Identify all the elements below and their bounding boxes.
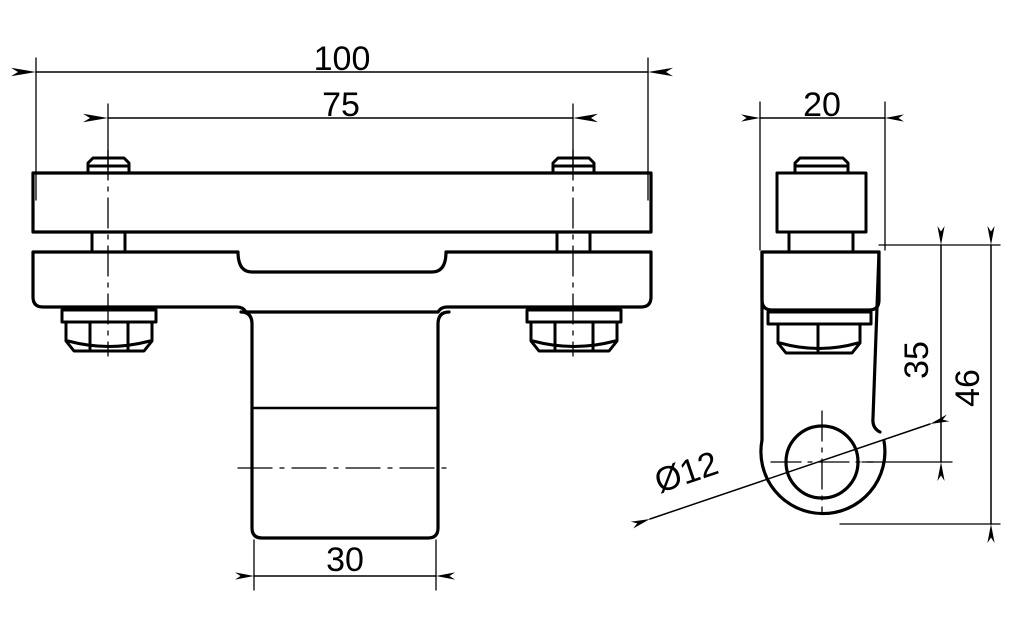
dim-text-75: 75 [322,86,360,124]
side-arm-right [871,250,882,434]
dim-text-hole-diameter: Ø12 [650,444,723,501]
clamp-plate-outline [31,250,653,314]
stem-outline [239,310,451,540]
dim-text-35: 35 [898,341,936,379]
bolt-right-shank [555,230,592,254]
ext-line-stem-width [253,539,437,591]
leader-line-hole-diameter [630,414,950,529]
dim-text-30: 30 [326,541,364,579]
side-hook-arc [759,438,887,516]
side-bolt-head [775,156,868,234]
side-bolt-shank [787,230,855,254]
dim-text-20: 20 [803,86,841,124]
side-nut [766,310,873,355]
dim-text-46: 46 [949,369,987,407]
dim-text-100: 100 [314,40,371,78]
centerline-eye [770,410,874,514]
ext-line-overall-width [35,57,649,201]
nut-right [525,308,623,353]
ext-line-depth [759,101,886,251]
bolt-left-shank [90,230,127,254]
top-plate-outline [31,171,653,234]
nut-left [60,308,158,353]
side-body-block [760,250,881,312]
